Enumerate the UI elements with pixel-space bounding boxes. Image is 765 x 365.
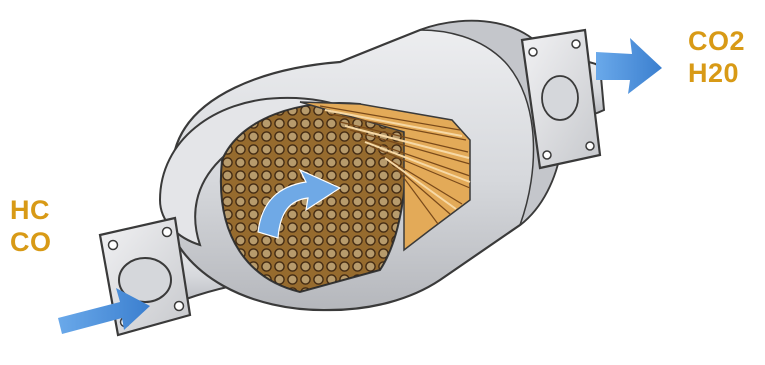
inlet-gas-label-hc: HC bbox=[10, 195, 50, 226]
inlet-gas-label-co: CO bbox=[10, 227, 52, 258]
outlet-gas-label-co2: CO2 bbox=[688, 26, 745, 57]
arrow-right-icon bbox=[596, 38, 662, 94]
outlet-gas-label-h2o: H20 bbox=[688, 58, 739, 89]
